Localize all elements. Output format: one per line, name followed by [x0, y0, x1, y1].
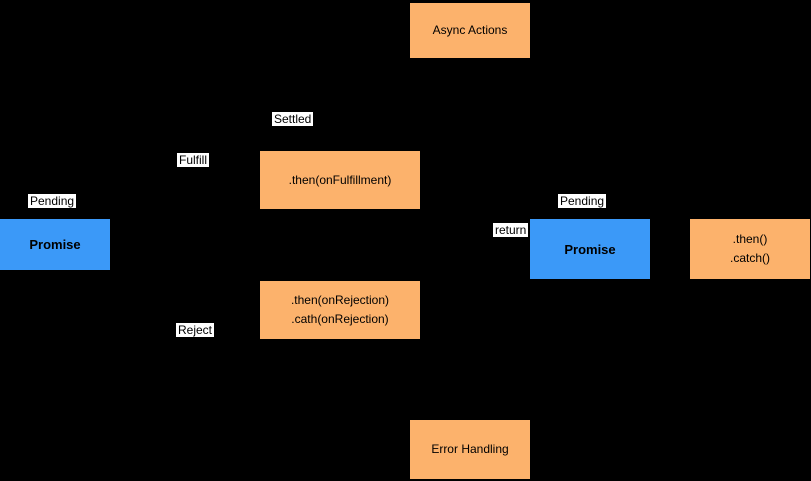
node-then-onrejection: .then(onRejection) .cath(onRejection): [260, 281, 420, 339]
node-promise-left: Promise: [0, 219, 110, 270]
node-then-onrejection-line2: .cath(onRejection): [291, 312, 389, 326]
node-then-catch-line1: .then(): [732, 232, 768, 246]
node-promise-right: Promise: [530, 219, 650, 279]
node-then-onrejection-line1: .then(onRejection): [290, 293, 390, 307]
edge-label-reject: Reject: [176, 323, 215, 337]
node-error-handling-label: Error Handling: [431, 442, 509, 456]
edge-label-pending-right: Pending: [558, 194, 607, 208]
node-error-handling: Error Handling: [410, 420, 530, 479]
node-async-actions-label: Async Actions: [432, 23, 508, 37]
node-async-actions: Async Actions: [410, 3, 530, 58]
edge-label-settled: Settled: [272, 112, 314, 126]
node-promise-left-label: Promise: [29, 237, 81, 252]
edge-label-return: return: [493, 223, 529, 237]
node-then-onfulfillment-label: .then(onFulfillment): [288, 172, 392, 187]
edge-label-fulfill: Fulfill: [177, 153, 210, 167]
node-promise-right-label: Promise: [564, 241, 616, 257]
node-then-catch: .then() .catch(): [690, 219, 810, 279]
node-then-catch-line2: .catch(): [729, 251, 770, 265]
node-then-onfulfillment: .then(onFulfillment): [260, 151, 420, 209]
edge-label-pending-left: Pending: [28, 194, 77, 208]
